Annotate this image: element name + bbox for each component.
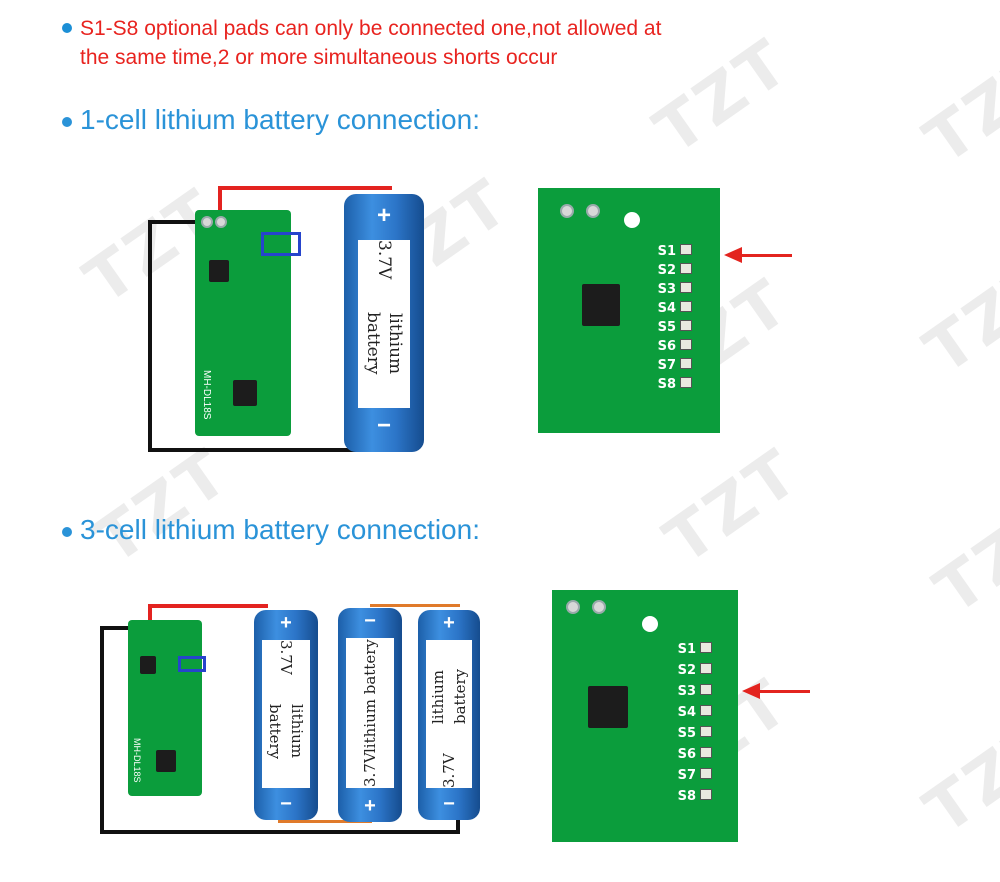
pcb-closeup: S1 S2 S3 S4 S5 S6 S7 S8	[552, 590, 738, 842]
pad-row: S8	[672, 789, 712, 810]
pad-list: S1 S2 S3 S4 S5 S6 S7 S8	[652, 244, 692, 396]
positive-terminal: +	[280, 612, 292, 634]
watermark: TZT	[911, 244, 1000, 390]
negative-terminal: −	[443, 793, 455, 815]
pad-row: S6	[672, 747, 712, 768]
regulator-chip	[140, 656, 156, 674]
bullet-icon	[62, 117, 72, 127]
bullet-icon	[62, 23, 72, 33]
pcb-closeup: S1 S2 S3 S4 S5 S6 S7 S8	[538, 188, 720, 433]
red-wire	[148, 604, 152, 632]
pad-highlight-box	[261, 232, 301, 256]
negative-terminal: −	[364, 610, 376, 632]
negative-terminal: −	[280, 793, 292, 815]
watermark: TZT	[651, 434, 814, 580]
positive-terminal: +	[376, 202, 391, 229]
battery-cell-1: + 3.7V lithium battery −	[254, 610, 318, 820]
battery-type: lithium battery	[363, 312, 405, 375]
negative-pad	[566, 600, 580, 614]
regulator-chip	[582, 284, 620, 326]
battery-label: 3.7V lithium battery	[346, 638, 394, 788]
section1-wiring-diagram: MH-DL18S + 3.7V lithium battery −	[140, 180, 440, 460]
black-wire	[148, 220, 208, 224]
battery-cell-3: + 3.7V lithium battery −	[418, 610, 480, 820]
pad-row: S6	[652, 339, 692, 358]
watermark: TZT	[911, 704, 1000, 850]
board-marking: MH-DL18S	[201, 370, 212, 420]
arrow-icon	[758, 690, 810, 693]
pad-row: S5	[672, 726, 712, 747]
pad-row: S5	[652, 320, 692, 339]
bullet-icon	[62, 527, 72, 537]
watermark: TZT	[911, 34, 1000, 180]
battery-label: 3.7V lithium battery	[358, 240, 410, 408]
black-wire	[100, 830, 460, 834]
mounting-hole	[642, 616, 658, 632]
ic-chip	[233, 380, 257, 406]
mounting-hole	[624, 212, 640, 228]
battery-type: lithium battery	[429, 669, 469, 725]
watermark: TZT	[921, 484, 1000, 630]
red-wire	[148, 604, 268, 608]
black-wire	[148, 448, 398, 452]
orange-link	[370, 604, 460, 607]
battery-voltage: 3.7V	[440, 753, 458, 788]
pad-row: S7	[652, 358, 692, 377]
pad-row: S3	[672, 684, 712, 705]
pad-row: S1	[672, 642, 712, 663]
pad-list: S1 S2 S3 S4 S5 S6 S7 S8	[672, 642, 712, 810]
positive-pad	[586, 204, 600, 218]
ic-chip	[156, 750, 176, 772]
pad-row: S8	[652, 377, 692, 396]
pcb-board: MH-DL18S	[128, 620, 206, 796]
orange-link	[278, 820, 372, 823]
battery-type: lithium battery	[266, 703, 306, 759]
section1-heading: 1-cell lithium battery connection:	[62, 103, 480, 137]
section1-heading-text: 1-cell lithium battery connection:	[80, 104, 480, 135]
regulator-chip	[209, 260, 229, 282]
battery-voltage: 3.7V	[277, 640, 295, 675]
battery-label: 3.7V lithium battery	[262, 640, 310, 788]
positive-pad	[592, 600, 606, 614]
black-wire	[100, 626, 140, 630]
arrow-icon	[742, 683, 760, 699]
battery-label: 3.7V lithium battery	[426, 640, 472, 788]
pad-row: S7	[672, 768, 712, 789]
pad-row: S3	[652, 282, 692, 301]
negative-pad	[560, 204, 574, 218]
positive-pad	[215, 216, 227, 228]
warning-note: S1-S8 optional pads can only be connecte…	[62, 14, 782, 72]
black-wire	[148, 220, 152, 450]
battery-voltage: 3.7V	[374, 240, 394, 280]
battery-cell-2: − 3.7V lithium battery +	[338, 608, 402, 822]
pad-row: S2	[652, 263, 692, 282]
positive-terminal: +	[443, 612, 455, 634]
battery-cell: + 3.7V lithium battery −	[344, 194, 424, 452]
pad-highlight-box	[178, 656, 206, 672]
pad-row: S4	[652, 301, 692, 320]
section2-heading: 3-cell lithium battery connection:	[62, 513, 480, 547]
section2-heading-text: 3-cell lithium battery connection:	[80, 514, 480, 545]
pad-row: S1	[652, 244, 692, 263]
arrow-icon	[724, 247, 742, 263]
warning-line-2: the same time,2 or more simultaneous sho…	[80, 46, 558, 69]
negative-pad	[201, 216, 213, 228]
red-wire	[218, 186, 392, 190]
pad-row: S4	[672, 705, 712, 726]
positive-terminal: +	[364, 795, 376, 817]
regulator-chip	[588, 686, 628, 728]
battery-voltage: 3.7V	[361, 752, 379, 788]
battery-type: lithium battery	[361, 638, 379, 753]
pcb-board: MH-DL18S	[195, 210, 301, 436]
red-wire	[218, 186, 222, 222]
pad-row: S2	[672, 663, 712, 684]
arrow-icon	[740, 254, 792, 257]
negative-terminal: −	[376, 412, 391, 439]
board-marking: MH-DL18S	[132, 738, 142, 783]
black-wire	[100, 626, 104, 832]
warning-line-1: S1-S8 optional pads can only be connecte…	[80, 17, 662, 40]
section2-wiring-diagram: MH-DL18S + 3.7V lithium battery − − 3.7V…	[98, 598, 480, 838]
